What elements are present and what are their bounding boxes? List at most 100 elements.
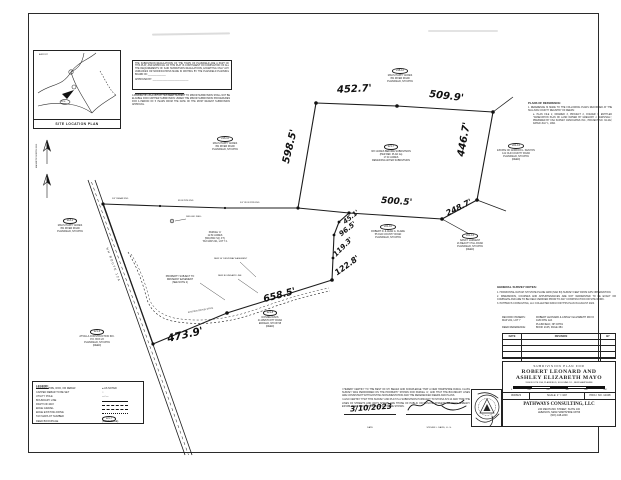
gravel-line-sample — [102, 408, 138, 411]
legend-label: EDGE EXISTING DRIVE — [36, 411, 64, 415]
revision-header-revision: REVISION — [522, 334, 601, 339]
pin-label: 5/8" REBAR FND — [112, 198, 129, 200]
abutter-line: P.O. BOX 23 — [90, 337, 104, 341]
reference-item: a. PLAN FILE 2, DRAWER 3, PROJECT 2, FOL… — [533, 113, 612, 125]
legend-label: TAX MAP/LOT NUMBER — [36, 415, 64, 419]
tax-lot-oval: 218-12 — [392, 68, 408, 74]
owners-value: BOOK 2105, PAGE 384 — [536, 326, 563, 330]
abutter-line: 141 OLD COUNTY ROAD — [502, 151, 530, 155]
note-line: DRIVEWAY EASEMENT — [166, 278, 194, 282]
owner-name-2: ASHLEY ELIZABETH MAYO — [515, 375, 603, 381]
tax-lot-oval: 221-10 — [380, 224, 396, 230]
legend-label: DEED BOOK/PAGE — [36, 420, 59, 424]
abutter-line: PLAINFIELD, NH 03781 — [212, 147, 238, 151]
revision-row — [503, 340, 615, 346]
abutter-line: MACS HAPPY ACRES — [212, 141, 238, 145]
abutter-218-11: 218-11 MACS HAPPY ACRES 351 RIVER ROAD P… — [201, 136, 249, 151]
parcel-text: REMAINING AFTER SUBDIVISION — [372, 159, 410, 163]
note-1: 1. HORIZONTAL DATUM: NH STATE PLANE GRID… — [497, 290, 612, 294]
record-owners: RECORD OWNERS: ROBERT LEONARD & ASHLEY EL… — [502, 316, 616, 330]
parcel-a-label: PARCEL 'A' 12.6± ACRES (549,054± SQ. FT.… — [187, 231, 243, 244]
reference-item: 1. REFERENCE IS MADE TO THE FOLLOWING PL… — [528, 106, 612, 112]
drilled-well-label: DRILLED WELL — [186, 216, 202, 218]
new-boundary-line-label: NEW BOUNDARY LINE — [218, 275, 242, 277]
abutter-218-12: 218-12 MACS HAPPY ACRES 351 RIVER ROAD P… — [376, 68, 424, 83]
legend-heading: LEGEND: — [36, 383, 49, 388]
parcel-text: 30'± ACRES BEFORE SUBDIVISION — [371, 149, 411, 153]
certification-paragraph-2: I ALSO CERTIFY THAT THIS SURVEY AND PLAT… — [342, 398, 470, 408]
abutter-221-8: 221-8 DONNIE DAVIS 41 WESTCOTT ROAD ENFI… — [246, 310, 294, 328]
tax-lot-oval: 221-14 — [508, 143, 524, 149]
parcel-text: (PER REF. PLAN 1a) — [379, 152, 403, 156]
site-marker-label: SITE — [61, 100, 66, 103]
abutter-line: 351 RIVER ROAD — [60, 226, 80, 230]
abutter-line: DONNIE DAVIS — [261, 315, 279, 319]
note-line: PROPERTY SUBJECT TO — [165, 275, 195, 278]
parcel-text: (549,054± SQ. FT.) — [204, 237, 226, 241]
owners-label: DEED REFERENCE: — [502, 326, 526, 330]
notes-heading: GENERAL SURVEY NOTES: — [497, 285, 537, 289]
property-location: 1180 ROUTE 12A, PLAINFIELD, SULLIVAN CO.… — [525, 382, 593, 384]
reference-heading: PLANS OF REFERENCE: — [528, 101, 562, 105]
abutter-line: PLAINFIELD, NH 03781 — [84, 340, 110, 344]
abutter-line: 21 BEAUTY HILL ROAD — [456, 241, 484, 245]
project-number: PROJ. NO. 12348 — [589, 394, 611, 398]
scale-tick: 400' — [584, 389, 588, 392]
tax-lot-oval: 221-6 — [89, 329, 105, 335]
scale-tick: 200' — [546, 389, 551, 392]
airport-label: AIRPORT — [39, 54, 48, 56]
chairman-line: CHAIRMAN OF THE PLANNING COMMISSION — [135, 93, 185, 97]
abutter-line: (DEED) — [511, 158, 521, 162]
abutter-line: (DEED) — [92, 344, 102, 348]
scale-bar — [513, 385, 605, 390]
abutter-line: PLAINFIELD, NH 03781 — [57, 229, 83, 233]
signature-icon — [407, 399, 467, 411]
revision-row — [503, 352, 615, 358]
abutter-221-13: 221-13 NANCY LARGENT 21 BEAUTY HILL ROAD… — [446, 233, 494, 251]
pin-label: IRON PIPE FND — [178, 200, 194, 202]
pin-label: 3/4" IRON PIPE FND — [240, 202, 260, 204]
abutter-line: ENFIELD, NH 03748 — [258, 321, 282, 325]
abutter-line: 55 OLD COUNTY ROAD — [374, 232, 402, 236]
abutter-line: (DEED) — [465, 248, 475, 252]
legend-label: UTILITY POLE — [36, 394, 53, 398]
signer-label: STEVEN L. DAVIS, L.L.S. — [426, 427, 452, 429]
owners-label: RECORD OWNERS: — [502, 316, 526, 319]
site-plan-title: SITE LOCATION PLAN — [34, 119, 120, 129]
certification-block: I HEREBY CERTIFY TO THE BEST OF MY BELIE… — [342, 388, 470, 408]
abutter-line: ESTATE OF GORDON L. KENYON — [497, 148, 535, 152]
owners-value: PLAINFIELD, NH 03781 — [536, 322, 563, 326]
note-2: 2. DIMENSIONS, COURSES AND APPURTENANCES… — [497, 294, 616, 301]
legend-symbol: (BOOK/PAGE) — [102, 420, 119, 424]
revision-row — [503, 346, 615, 352]
abutter-line: PLAINFIELD, NH 03781 — [503, 154, 529, 158]
firm-address-1: 240 MECHANIC STREET, SUITE 100 — [537, 407, 581, 411]
dim-500-5: 500.5' — [380, 195, 413, 209]
title-block: SUBDIVISION PLAN FOR ROBERT LEONARD AND … — [502, 361, 616, 427]
abutter-line: MACS HAPPY ACRES — [387, 73, 413, 77]
revision-header-date: DATE — [503, 334, 522, 339]
plans-of-reference: PLANS OF REFERENCE: 1. REFERENCE IS MADE… — [528, 101, 612, 126]
revision-row — [503, 358, 615, 363]
legend-box: LEGEND: EXISTING PIPE, ROD, OR REBAR● AS… — [32, 381, 144, 424]
approval-paragraph: THE SUBDIVISION REGULATIONS OF THE TOWN … — [135, 62, 229, 77]
owners-label: MAP 221, LOT 7 — [502, 319, 521, 323]
tax-lot-oval: 218-1 — [62, 218, 78, 224]
north-arrow-label: MAGNETIC NORTH 2023 — [36, 143, 38, 168]
dim-452-7: 452.7' — [336, 83, 372, 96]
parcel-text: TAX MAP 221, LOT 7-1 — [202, 240, 228, 244]
legend-label: EDGE GRAVEL — [36, 406, 54, 410]
abutter-line: MACS HAPPY ACRES — [57, 223, 83, 227]
site-location-plan: AIRPORT SITE SITE LOCATION PLAN — [33, 50, 121, 129]
tax-lot-oval: 218-11 — [217, 136, 233, 142]
date-signature-lines: DATE STEVEN L. DAVIS, L.L.S. — [344, 414, 472, 433]
easement-note: PROPERTY SUBJECT TO DRIVEWAY EASEMENT (S… — [160, 275, 200, 284]
scale-tick: 500' — [603, 389, 607, 392]
plan-type: SUBDIVISION PLAN FOR — [533, 364, 585, 368]
plan-date: 06/08/23 — [503, 393, 530, 400]
legend-symbol: —○— — [102, 394, 109, 398]
tax-lot-oval: 221-8 — [262, 310, 278, 316]
abutter-line: 351 RIVER ROAD — [390, 76, 410, 80]
owners-value: ROBERT LEONARD & ASHLEY ELIZABETH MAYO — [536, 316, 595, 319]
